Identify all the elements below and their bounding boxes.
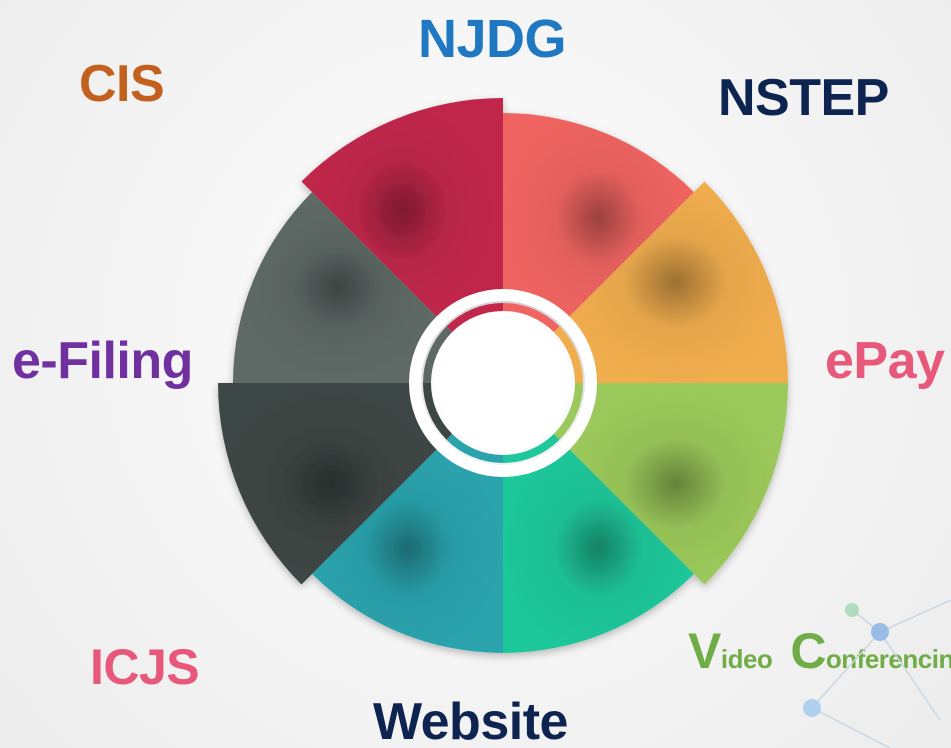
segment-teal-shade xyxy=(503,443,694,653)
separator-ring xyxy=(409,289,597,477)
segment-cyan-shade xyxy=(312,443,503,653)
video-conferencing-label: Video Conferencin xyxy=(688,626,951,676)
network-decoration xyxy=(803,599,951,748)
inner-arc-salmon xyxy=(503,303,560,333)
conferencing-initial: C xyxy=(790,623,826,679)
inner-arc-orange xyxy=(553,326,583,383)
segment-green-shade xyxy=(563,383,788,585)
cis-label: CIS xyxy=(79,55,165,113)
epay-label: ePay xyxy=(825,332,945,390)
inner-arc-teal xyxy=(503,433,560,463)
segment-orange-shade xyxy=(563,181,788,383)
inner-arc-green xyxy=(553,383,583,440)
njdg-label: NJDG xyxy=(418,9,567,69)
inner-arc-crimson xyxy=(446,303,503,333)
inner-arc-slate xyxy=(423,326,453,383)
website-label: Website xyxy=(373,693,568,748)
conferencing-rest: onferencin xyxy=(825,644,951,674)
video-rest: ideo xyxy=(720,644,773,674)
efiling-label: e-Filing xyxy=(12,332,193,390)
center-hole xyxy=(435,315,571,451)
icjs-label: ICJS xyxy=(90,639,200,695)
segment-salmon-shade xyxy=(503,113,694,323)
inner-arc-cyan xyxy=(446,433,503,463)
segment-crimson-shade xyxy=(301,98,503,323)
inner-arc-charcoal xyxy=(423,383,453,440)
segment-slate-shade xyxy=(233,192,443,383)
video-initial: V xyxy=(688,623,721,679)
nstep-label: NSTEP xyxy=(718,69,889,127)
segment-charcoal-shade xyxy=(218,383,443,585)
